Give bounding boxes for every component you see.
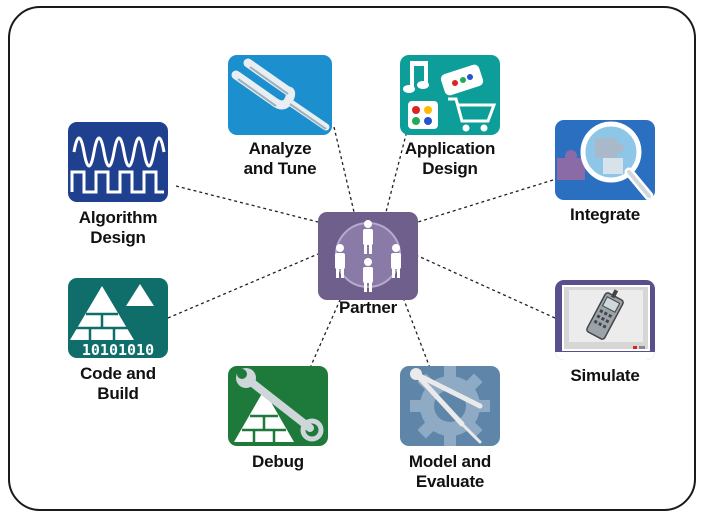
gear-compass-icon [400, 366, 500, 446]
connector-analyze [333, 126, 355, 213]
model-line-1: Model and [408, 452, 492, 471]
application-line-2: Design [422, 159, 478, 178]
people-icon [318, 212, 418, 300]
analyze-line-2: and Tune [243, 159, 317, 178]
wrench-pyramid-icon [228, 366, 328, 446]
connector-code [167, 253, 319, 319]
debug-label: Debug [208, 452, 348, 472]
connector-debug [309, 299, 341, 369]
connector-application [385, 126, 409, 213]
partner-label: Partner [318, 298, 418, 318]
debug-line-1: Debug [252, 452, 304, 471]
code-line-1: Code and [80, 364, 156, 383]
algorithm-design-label: Algorithm Design [48, 208, 188, 248]
simulate-label: Simulate [535, 366, 675, 386]
integrate-line-1: Integrate [570, 205, 640, 224]
connector-simulate [417, 255, 556, 319]
code-and-build-label: Code and Build [48, 364, 188, 404]
tuning-fork-icon [228, 55, 332, 135]
integrate-label: Integrate [535, 205, 675, 225]
magnifier-puzzle-icon [555, 120, 655, 200]
model-and-evaluate-label: Model and Evaluate [380, 452, 520, 492]
connector-integrate [417, 179, 554, 223]
connector-model [403, 299, 431, 369]
model-line-2: Evaluate [415, 472, 485, 491]
media-cart-icon [400, 55, 500, 135]
diagram-frame [8, 6, 696, 511]
algorithm-design-line-2: Design [90, 228, 146, 247]
waveform-icon [68, 122, 168, 202]
application-line-1: Application [404, 139, 496, 158]
analyze-line-1: Analyze [248, 139, 312, 158]
analyze-and-tune-label: Analyze and Tune [210, 139, 350, 179]
binary-pyramid-icon: 10101010 [68, 278, 168, 358]
partner-label-text: Partner [338, 298, 398, 317]
algorithm-design-line-1: Algorithm [78, 208, 158, 227]
application-design-label: Application Design [380, 139, 520, 179]
svg-text:10101010: 10101010 [82, 341, 154, 358]
simulate-line-1: Simulate [570, 366, 640, 385]
code-line-2: Build [97, 384, 139, 403]
connector-algorithm [175, 185, 319, 223]
phone-monitor-icon [555, 280, 655, 360]
